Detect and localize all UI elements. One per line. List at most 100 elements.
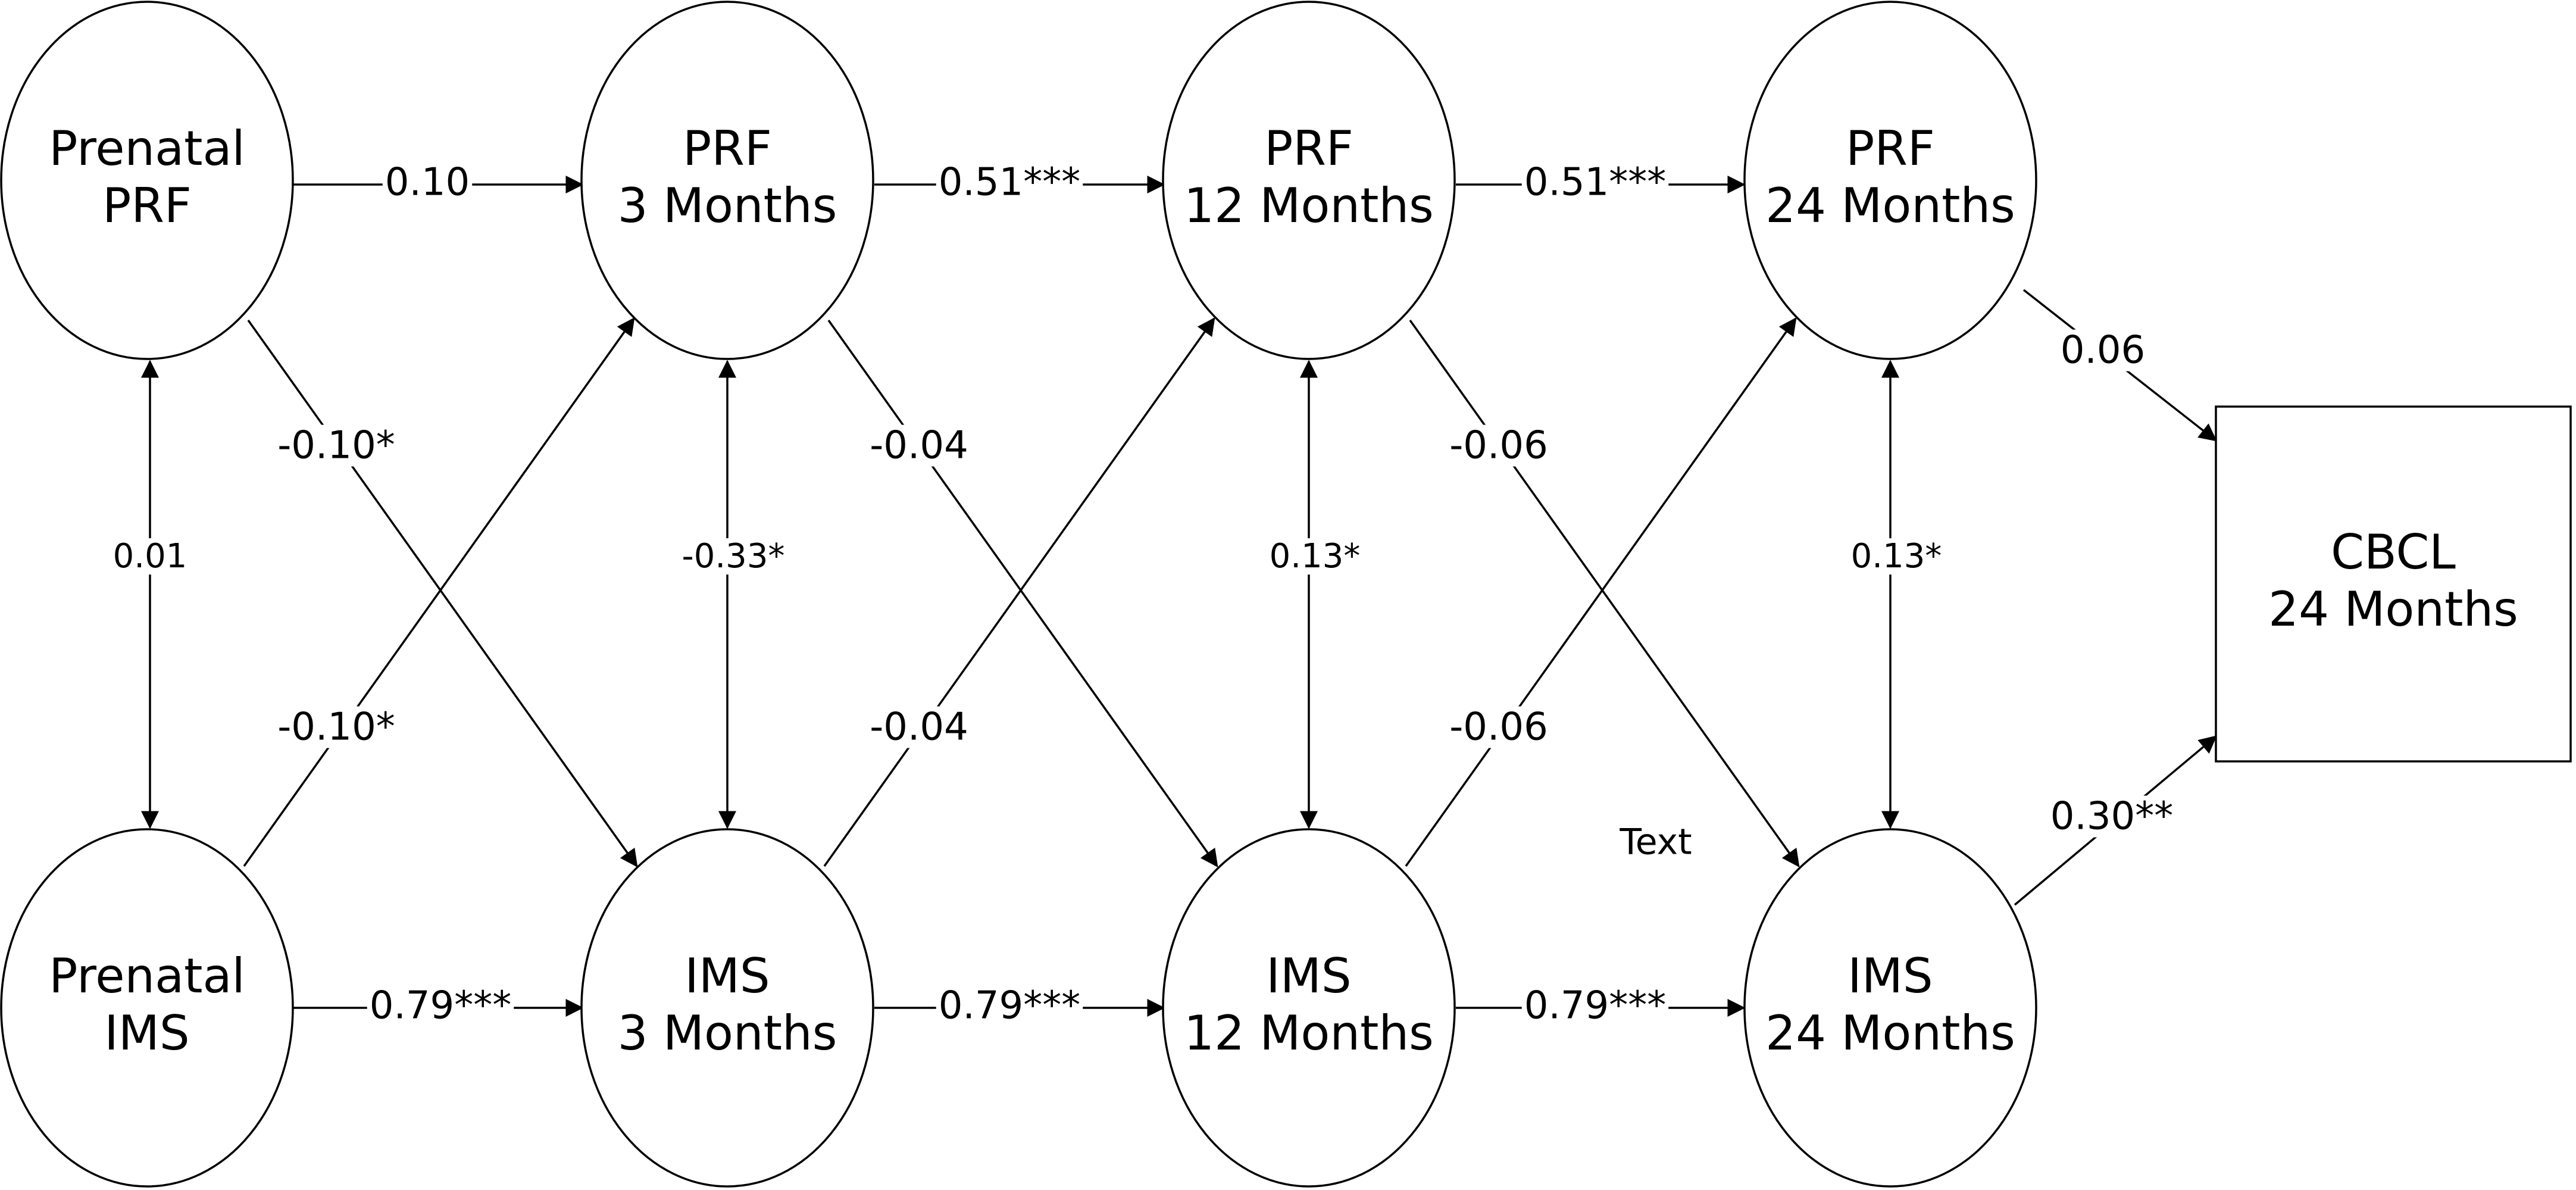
node-label-line: 12 Months bbox=[1184, 178, 1434, 233]
edge-label-text: -0.04 bbox=[870, 705, 968, 749]
edge-label-ims-24-to-cbcl-24: 0.30** bbox=[2047, 795, 2176, 839]
edge-label-text: 0.79*** bbox=[939, 984, 1081, 1028]
node-label-line: 24 Months bbox=[1765, 178, 2015, 233]
path-arrow-prenatal-ims-to-prf-3 bbox=[243, 317, 635, 867]
node-shape bbox=[2215, 405, 2572, 763]
node-label-line: 24 Months bbox=[1765, 1005, 2015, 1061]
edge-label-prenatal-prf-to-prenatal-ims: 0.01 bbox=[110, 537, 190, 576]
edge-label-background bbox=[1447, 424, 1550, 467]
edge-label-text: -0.06 bbox=[1449, 424, 1548, 468]
edge-label-text: 0.79*** bbox=[370, 984, 512, 1028]
node-label-line: 3 Months bbox=[618, 178, 837, 233]
node-shape bbox=[1162, 828, 1456, 1188]
edge-label-background bbox=[867, 706, 971, 748]
edge-label-background bbox=[275, 424, 398, 467]
edge-label-background bbox=[367, 985, 514, 1027]
edge-label-text: 0.51*** bbox=[939, 161, 1081, 205]
edge-label-ims-3-to-ims-12: 0.79*** bbox=[936, 984, 1083, 1028]
node-label-line: Prenatal bbox=[49, 121, 245, 176]
edge-label-background bbox=[679, 538, 787, 575]
edge-label-background bbox=[936, 161, 1083, 204]
edge-label-text: -0.06 bbox=[1449, 705, 1548, 749]
node-label-line: PRF bbox=[683, 121, 772, 176]
path-arrow-prenatal-prf-to-ims-3 bbox=[247, 319, 638, 868]
edge-label-prenatal-ims-to-ims-3: 0.79*** bbox=[367, 984, 514, 1028]
edge-label-text: 0.13* bbox=[1851, 537, 1942, 576]
node-label-line: 3 Months bbox=[618, 1005, 837, 1061]
edge-label-background bbox=[2058, 329, 2148, 371]
node-label-line: IMS bbox=[1847, 948, 1933, 1004]
edge-label-text: 0.13* bbox=[1270, 537, 1361, 576]
edge-label-prf-3-to-ims-12: -0.04 bbox=[867, 424, 971, 468]
node-shape bbox=[1162, 1, 1456, 360]
edge-label-background bbox=[1521, 985, 1669, 1027]
edge-label-prf-12-to-prf-24: 0.51*** bbox=[1521, 161, 1669, 205]
edge-label-prenatal-prf-to-ims-3: -0.10* bbox=[275, 424, 398, 468]
edge-label-text: -0.10* bbox=[277, 424, 395, 468]
edge-label-prf-12-to-ims-24: -0.06 bbox=[1447, 424, 1550, 468]
node-shape bbox=[0, 828, 294, 1188]
edge-label-background bbox=[382, 161, 473, 204]
edge-label-text: -0.10* bbox=[277, 705, 395, 749]
node-label-line: 24 Months bbox=[2268, 582, 2518, 637]
node-label-line: PRF bbox=[1846, 121, 1935, 176]
edge-label-text: -0.33* bbox=[682, 537, 785, 576]
edge-label-prf-24-to-ims-24: 0.13* bbox=[1848, 537, 1944, 576]
edge-label-text: 0.10 bbox=[385, 161, 470, 205]
node-label-line: Prenatal bbox=[49, 948, 245, 1004]
edge-label-text: 0.06 bbox=[2061, 329, 2146, 373]
node-label-line: PRF bbox=[102, 178, 192, 233]
path-arrow-prf-3-to-ims-12 bbox=[827, 319, 1218, 868]
edge-label-background bbox=[1848, 538, 1944, 575]
edge-label-text: 0.30** bbox=[2050, 795, 2174, 839]
edge-label-ims-3-to-prf-12: -0.04 bbox=[867, 705, 971, 749]
node-shape bbox=[0, 1, 294, 360]
edge-label-background bbox=[110, 538, 190, 575]
edge-label-prenatal-ims-to-prf-3: -0.10* bbox=[275, 705, 398, 749]
edge-label-background bbox=[1521, 161, 1669, 204]
edge-label-background bbox=[275, 706, 398, 748]
node-label-line: CBCL bbox=[2331, 524, 2456, 580]
edge-label-prenatal-prf-to-prf-3: 0.10 bbox=[382, 161, 473, 205]
edge-label-background bbox=[1267, 538, 1363, 575]
edge-label-background bbox=[936, 985, 1083, 1027]
edge-label-prf-3-to-prf-12: 0.51*** bbox=[936, 161, 1083, 205]
node-label-line: PRF bbox=[1264, 121, 1353, 176]
node-shape bbox=[580, 1, 874, 360]
node-label-line: IMS bbox=[1266, 948, 1351, 1004]
node-shape bbox=[1743, 1, 2037, 360]
edge-label-text: 0.01 bbox=[113, 537, 187, 576]
edge-label-background bbox=[867, 424, 971, 467]
node-shape bbox=[1743, 828, 2037, 1188]
path-arrow-ims-3-to-prf-12 bbox=[823, 317, 1215, 867]
edge-label-text: 0.51*** bbox=[1524, 161, 1667, 205]
node-label-line: IMS bbox=[684, 948, 770, 1004]
free-text-label: Text bbox=[1619, 822, 1692, 863]
edge-label-background bbox=[2047, 795, 2176, 838]
node-label-line: IMS bbox=[104, 1005, 189, 1061]
edge-label-ims-12-to-prf-24: -0.06 bbox=[1447, 705, 1550, 749]
edge-label-ims-12-to-ims-24: 0.79*** bbox=[1521, 984, 1669, 1028]
edge-labels-layer: 0.10 0.51*** 0.51*** 0.79*** 0.79*** 0.79*** -… bbox=[110, 161, 2176, 1028]
edge-label-text: -0.04 bbox=[870, 424, 968, 468]
edge-label-prf-24-to-cbcl-24: 0.06 bbox=[2058, 329, 2148, 373]
edge-label-text: 0.79*** bbox=[1524, 984, 1667, 1028]
node-shape bbox=[580, 828, 874, 1188]
edge-label-prf-3-to-ims-3: -0.33* bbox=[679, 537, 787, 576]
edge-label-prf-12-to-ims-12: 0.13* bbox=[1267, 537, 1363, 576]
edge-label-background bbox=[1447, 706, 1550, 748]
path-arrow-ims-12-to-prf-24 bbox=[1405, 317, 1797, 867]
node-label-line: 12 Months bbox=[1184, 1005, 1434, 1061]
path-arrow-prf-12-to-ims-24 bbox=[1409, 319, 1800, 868]
